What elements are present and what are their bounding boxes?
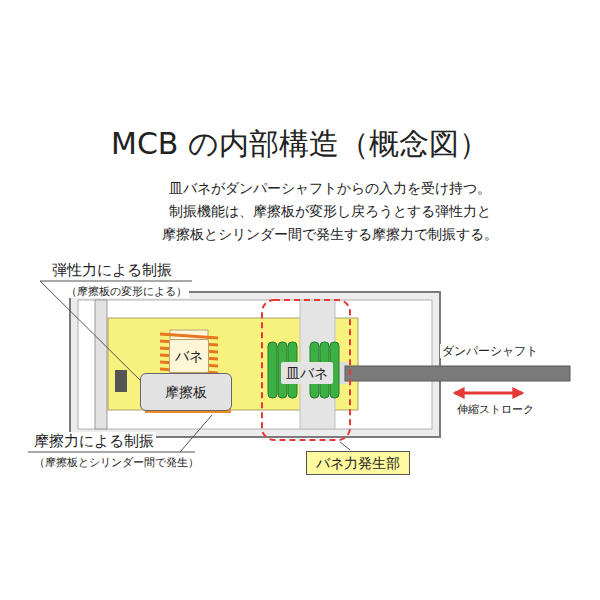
disc-spring-label: 皿バネ (281, 362, 333, 385)
stroke-arrow (455, 392, 522, 395)
coil-turn (160, 334, 218, 338)
cylinder-housing (70, 292, 440, 437)
callout-underline (28, 452, 195, 453)
description-line: 制振機能は、摩擦板が変形し戻ろうとする弾性力と (169, 203, 491, 220)
spring-box: バネ (169, 339, 209, 373)
description-line: 摩擦板とシリンダー間で発生する摩擦力で制振する。 (162, 226, 498, 243)
spring-coil (160, 334, 218, 373)
motion-label: 伸縮ストローク (455, 403, 536, 416)
callout-box: バネ力発生部 (306, 451, 410, 475)
callout-note: （摩擦板の変形による） (64, 285, 189, 298)
node-text: バネ (175, 348, 203, 365)
callout-underline (40, 281, 192, 282)
node-text: 皿バネ (286, 365, 328, 382)
disc-springs (268, 342, 339, 398)
stopper-block (115, 370, 127, 392)
callout-note: （摩擦板とシリンダー間で発生） (32, 456, 201, 469)
description-line: 皿バネがダンパーシャフトからの入力を受け持つ。 (169, 180, 491, 197)
disc-spring (268, 342, 277, 398)
node-text: バネ力発生部 (316, 455, 400, 472)
end-plate (95, 300, 107, 429)
diagram-title: MCB の内部構造（概念図） (111, 126, 489, 162)
spring-force-region (262, 300, 350, 440)
cylinder-inner (78, 300, 432, 429)
damper-shaft (345, 366, 570, 381)
callout-title: 摩擦力による制振 (32, 432, 156, 450)
leader-line (180, 415, 212, 452)
callout-title: 弾性力による制振 (50, 261, 174, 279)
node-text: 摩擦板 (165, 384, 207, 401)
friction-plate: 摩擦板 (140, 373, 232, 411)
leader-line (340, 442, 350, 450)
part-name: ダンパーシャフト (440, 344, 540, 358)
